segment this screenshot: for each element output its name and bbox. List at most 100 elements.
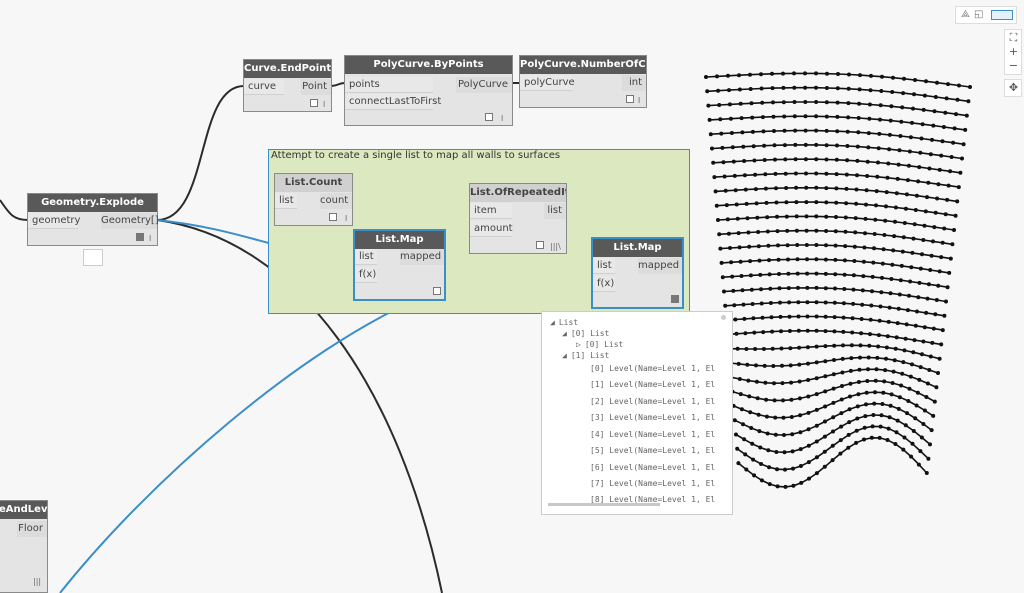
- background-view-icon[interactable]: ◱: [974, 9, 984, 20]
- curve-point: [731, 159, 736, 164]
- collapse-arrow-icon[interactable]: ◢: [562, 329, 567, 338]
- geometry-view-icon[interactable]: ⟁: [961, 9, 970, 20]
- curve-point: [715, 74, 719, 79]
- input-port-list[interactable]: list: [355, 249, 377, 265]
- output-port-int[interactable]: int: [622, 75, 646, 91]
- wire-endpoint-to-bypoints[interactable]: [330, 82, 346, 87]
- input-port-item[interactable]: item: [470, 203, 512, 219]
- curve-point: [814, 423, 819, 428]
- curve-point: [726, 231, 731, 236]
- output-port-point[interactable]: Point: [301, 79, 331, 95]
- output-port-mapped[interactable]: mapped: [400, 249, 444, 265]
- curve-point: [934, 298, 939, 302]
- zoom-in-button[interactable]: +: [1008, 45, 1019, 58]
- curve-point: [841, 315, 846, 320]
- node-polycurve-bypoints[interactable]: PolyCurve.ByPoints points connectLastToF…: [344, 55, 513, 126]
- curve-point: [918, 449, 923, 454]
- curve-point: [958, 170, 963, 175]
- output-port-list[interactable]: list: [544, 203, 566, 219]
- input-port-list[interactable]: list: [593, 258, 615, 274]
- input-port-list[interactable]: list: [275, 193, 297, 209]
- input-port-points[interactable]: points: [345, 77, 433, 93]
- node-list-map-2[interactable]: List.Map list f(x) mapped: [591, 237, 684, 309]
- node-preview-bubble[interactable]: [83, 249, 103, 266]
- wire-explode-to-endpoint[interactable]: [156, 85, 245, 221]
- curve-point: [936, 371, 940, 375]
- input-port-polycurve[interactable]: polyCurve: [520, 75, 575, 91]
- curve-point: [793, 157, 798, 162]
- output-port-mapped[interactable]: mapped: [638, 258, 682, 274]
- input-port-connectlasttofirst[interactable]: connectLastToFirst: [345, 94, 441, 110]
- curve-point: [762, 143, 767, 148]
- curve-point: [814, 200, 819, 205]
- curve-point: [748, 72, 752, 77]
- node-curve-endpoint[interactable]: Curve.EndPoint curve Point l: [243, 59, 332, 112]
- preview-toggle-icon[interactable]: [310, 99, 318, 107]
- wire-map2-to-left[interactable]: [59, 264, 593, 593]
- input-port-fx[interactable]: f(x): [355, 267, 377, 283]
- curve-point: [761, 330, 766, 335]
- preview-line: [6] Level(Name=Level 1, El: [590, 463, 715, 472]
- curve-point: [824, 229, 829, 233]
- graph-view-icon[interactable]: [991, 10, 1013, 20]
- preview-toggle-icon[interactable]: [626, 95, 634, 103]
- expand-arrow-icon[interactable]: ▷: [576, 340, 581, 349]
- curve-point: [926, 456, 931, 461]
- curve-point: [917, 377, 922, 382]
- curve-point: [806, 460, 811, 465]
- zoom-fit-icon[interactable]: ⛶: [1009, 31, 1018, 44]
- wire-left-incoming[interactable]: [0, 199, 29, 221]
- curve-point: [957, 83, 961, 88]
- data-preview-bubble[interactable]: ◢List◢[0] List▷[0] List◢[1] List[0] Leve…: [541, 311, 733, 515]
- curve-point: [878, 304, 883, 309]
- node-level[interactable]: eAndLevel Floor |||: [0, 500, 48, 593]
- curve-point: [893, 442, 898, 446]
- curve-point: [874, 203, 878, 208]
- preview-scrollbar[interactable]: [548, 503, 660, 506]
- curve-point: [921, 238, 926, 242]
- curve-point: [940, 328, 945, 333]
- curve-point: [706, 103, 711, 108]
- curve-point: [831, 372, 836, 377]
- output-port-floor[interactable]: Floor: [17, 521, 47, 537]
- curve-point: [782, 433, 786, 437]
- curve-point: [730, 145, 735, 150]
- wire-explode-down[interactable]: [156, 219, 443, 593]
- curve-point: [914, 403, 919, 408]
- curve-point: [779, 346, 784, 351]
- curve-point: [926, 282, 931, 287]
- preview-toggle-icon[interactable]: [536, 241, 544, 249]
- zoom-out-button[interactable]: −: [1008, 59, 1019, 72]
- preview-toggle-icon[interactable]: [485, 113, 493, 121]
- input-port-curve[interactable]: curve: [244, 79, 284, 95]
- input-port-fx[interactable]: f(x): [593, 276, 615, 292]
- node-list-ofrepeateditem[interactable]: List.OfRepeatedItem item amount list |||…: [469, 183, 567, 254]
- curve-point: [884, 345, 889, 350]
- view-switcher[interactable]: ⟁ ◱: [955, 6, 1017, 24]
- curve-point: [792, 100, 797, 104]
- curve-point: [895, 321, 900, 326]
- curve-point: [881, 390, 886, 395]
- preview-line-text: [5] Level(Name=Level 1, El: [590, 446, 716, 455]
- output-port-polycurve[interactable]: PolyCurve: [456, 77, 512, 93]
- collapse-arrow-icon[interactable]: ◢: [562, 351, 567, 360]
- node-polycurve-numberofcurves[interactable]: PolyCurve.NumberOfCurves polyCurve int l: [519, 55, 647, 108]
- node-list-map-1[interactable]: List.Map list f(x) mapped: [353, 229, 446, 301]
- output-port-count[interactable]: count: [320, 193, 352, 209]
- output-port-geometry-list[interactable]: Geometry[]: [101, 213, 159, 229]
- curve-point: [781, 100, 786, 105]
- preview-pin-icon[interactable]: [721, 315, 726, 320]
- preview-toggle-icon[interactable]: [433, 287, 441, 295]
- collapse-arrow-icon[interactable]: ◢: [550, 318, 555, 327]
- curve-point: [886, 161, 891, 166]
- preview-toggle-icon[interactable]: [329, 213, 337, 221]
- pan-icon[interactable]: ✥: [1008, 81, 1019, 94]
- node-list-count[interactable]: List.Count list count l: [274, 173, 353, 226]
- node-geometry-explode[interactable]: Geometry.Explode geometry Geometry[] l: [27, 193, 159, 246]
- curve-point: [711, 160, 716, 165]
- input-port-geometry[interactable]: geometry: [28, 213, 80, 229]
- input-port-amount[interactable]: amount: [470, 221, 513, 237]
- preview-toggle-icon[interactable]: [136, 233, 144, 241]
- preview-toggle-icon[interactable]: [671, 295, 679, 303]
